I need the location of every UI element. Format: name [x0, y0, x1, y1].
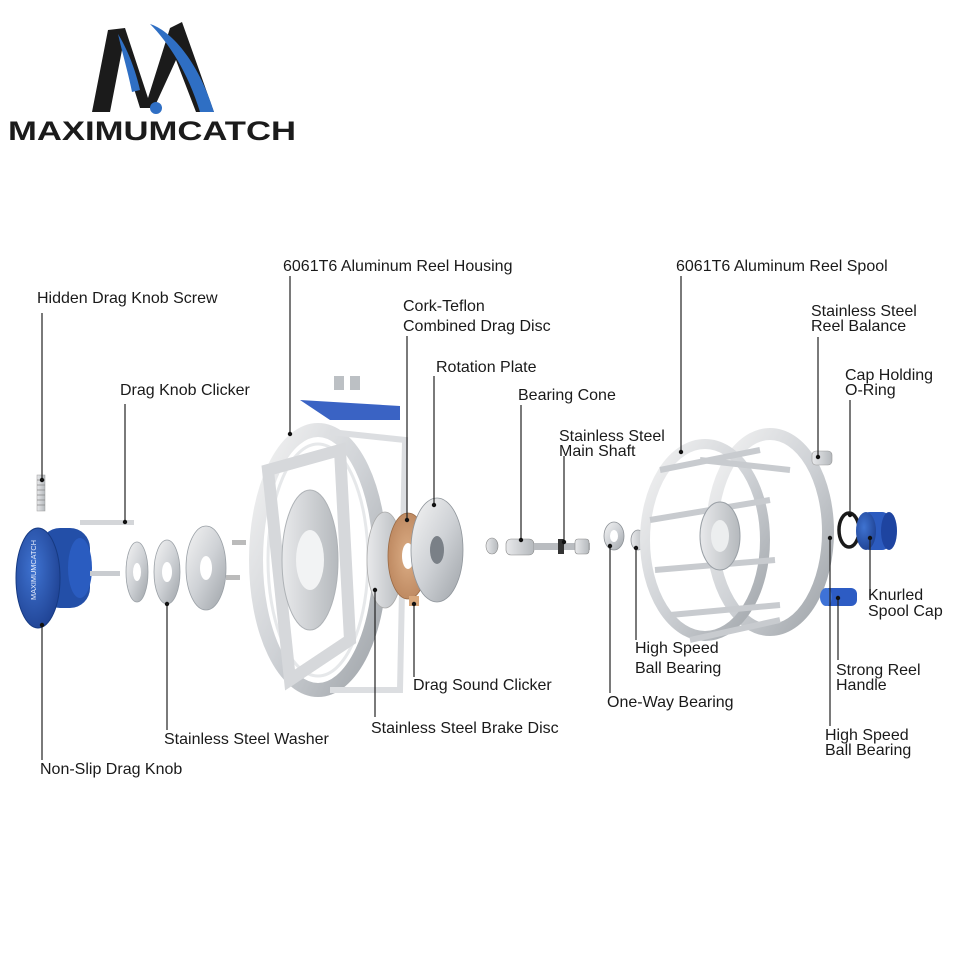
label-hsb2-1: High Speed [825, 727, 909, 744]
part-rotation-plate [410, 497, 464, 603]
part-reel-handle [820, 588, 857, 606]
label-brake-disc: Stainless Steel Brake Disc [371, 720, 559, 737]
label-hsb-2: Ball Bearing [635, 660, 721, 677]
label-rotation-plate: Rotation Plate [436, 359, 537, 376]
label-hsb2-2: Ball Bearing [825, 742, 911, 759]
part-reel-balance [811, 450, 833, 466]
label-balance-2: Reel Balance [811, 318, 906, 335]
label-housing: 6061T6 Aluminum Reel Housing [283, 258, 512, 275]
part-drag-knob: MAXIMUMCATCH [15, 527, 120, 629]
label-balance-1: Stainless Steel [811, 303, 917, 320]
label-sound-clicker: Drag Sound Clicker [413, 677, 552, 694]
part-reel-housing [226, 376, 409, 697]
label-washer: Stainless Steel Washer [164, 731, 329, 748]
part-one-way-bearing [603, 521, 646, 551]
label-oring-2: O-Ring [845, 382, 896, 399]
knob-brand-mark: MAXIMUMCATCH [31, 540, 38, 600]
label-hsb-1: High Speed [635, 640, 719, 657]
part-shaft-assembly [485, 537, 590, 556]
label-spool: 6061T6 Aluminum Reel Spool [676, 258, 888, 275]
brand-logo: MAXIMUMCATCH [8, 22, 296, 146]
label-cap-1: Knurled [868, 587, 923, 604]
label-bearing-cone: Bearing Cone [518, 387, 616, 404]
label-shaft-2: Main Shaft [559, 443, 636, 460]
leader-lines [39, 276, 873, 760]
label-shaft-1: Stainless Steel [559, 428, 665, 445]
label-one-way: One-Way Bearing [607, 694, 734, 711]
part-washers [125, 525, 227, 611]
label-drag-knob: Non-Slip Drag Knob [40, 761, 182, 778]
logo-dot [150, 102, 162, 114]
label-oring-1: Cap Holding [845, 367, 933, 384]
label-cork-1: Cork-Teflon [403, 298, 485, 315]
label-cap-2: Spool Cap [868, 603, 943, 620]
label-knob-clicker: Drag Knob Clicker [120, 382, 251, 399]
brand-name: MAXIMUMCATCH [8, 116, 296, 146]
label-cork-2: Combined Drag Disc [403, 318, 551, 335]
part-o-ring [837, 511, 861, 549]
part-reel-spool [640, 428, 834, 643]
part-knob-clicker [80, 520, 134, 525]
part-labels: 6061T6 Aluminum Reel Housing 6061T6 Alum… [37, 258, 943, 778]
part-spool-cap [856, 512, 897, 550]
logo-swoosh [150, 24, 214, 112]
label-handle-1: Strong Reel [836, 662, 921, 679]
part-sound-clicker [409, 596, 419, 606]
label-handle-2: Handle [836, 677, 887, 694]
label-knob-screw: Hidden Drag Knob Screw [37, 290, 218, 307]
